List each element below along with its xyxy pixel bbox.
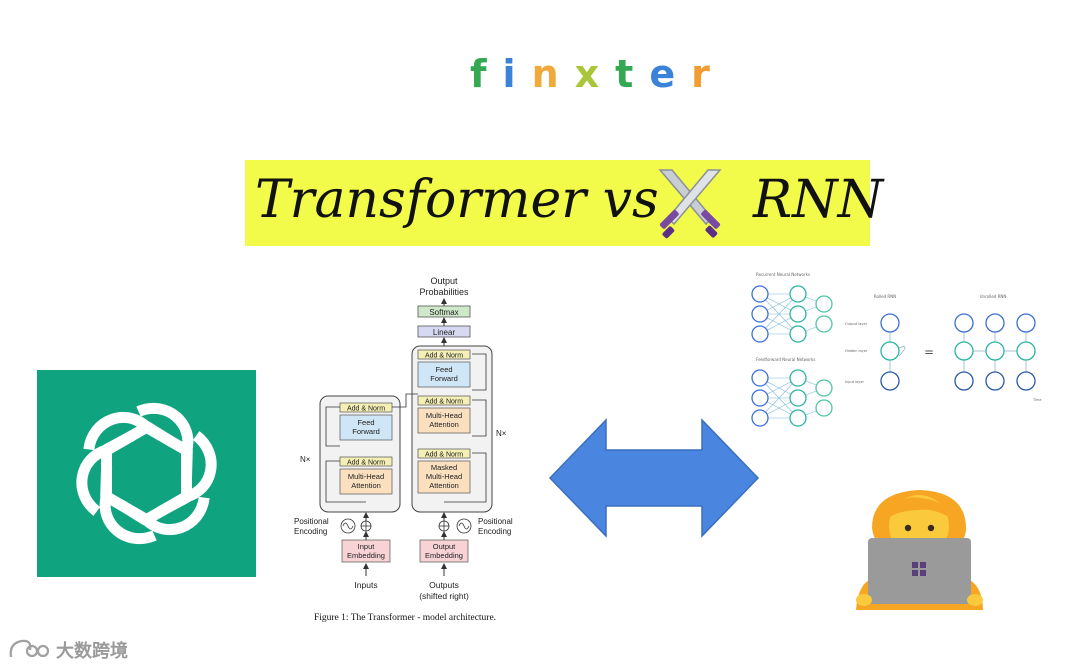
layer-label: Hidden layer [845,349,868,353]
multi-head-attention-block [417,407,471,434]
multi-head-attention-label: Multi-Head [348,472,384,481]
openai-tile [37,370,256,577]
add-norm-label: Add & Norm [425,399,463,406]
input-embedding-label: Embedding [347,551,385,560]
double-arrow-icon [548,418,760,538]
rolled-rnn-title: Rolled RNN [874,294,896,299]
crossed-swords-icon [658,169,722,239]
rnn-unrolled-diagram: Rolled RNN Unrolled RNN Output layer Hid… [845,294,1042,402]
feed-forward-block [339,414,393,441]
logo-letter: t [615,52,636,96]
masked-attention-label: Attention [429,481,459,490]
masked-attention-label: Multi-Head [426,472,462,481]
input-embedding-label: Input [358,542,376,551]
feed-forward-label: Forward [430,374,458,383]
feed-forward-label: Feed [357,418,374,427]
logo-letter: x [574,52,602,96]
feed-forward-label: Feed [435,365,452,374]
masked-attention-block [417,460,471,494]
feed-forward-block [417,361,471,388]
watermark: 大数跨境 [8,636,128,664]
equals-sign: = [924,345,934,359]
positional-encoding-label: Positional [478,517,513,526]
positional-encoding-label: Encoding [294,527,327,536]
rnn-panel-title: Recurrent Neural Networks [756,272,810,277]
title-left: Transformer vs [255,170,659,230]
output-embedding-label: Embedding [425,551,463,560]
linear-label: Linear [433,328,456,337]
time-label: Time [1032,398,1042,402]
outputs-label: (shifted right) [419,591,469,601]
finxter-logo: f i n x t e r [470,52,710,102]
outputs-label: Outputs [429,580,459,590]
figure-caption: Figure 1: The Transformer - model archit… [314,612,496,623]
fnn-panel-title: Feedforward Neural Networks [756,357,815,362]
title-right: RNN [753,170,884,230]
positional-encoding-label: Positional [294,517,329,526]
logo-letter: r [691,52,712,96]
watermark-text: 大数跨境 [56,641,128,662]
output-embedding-label: Output [433,542,456,551]
layer-label: Input layer [845,380,865,384]
title-banner: Transformer vs RNN [245,160,883,246]
positional-encoding-label: Encoding [478,527,511,536]
logo-letter: i [502,52,518,96]
encoder-stack [319,395,401,513]
watermark-logo-icon [9,639,50,658]
logo-letter: n [531,52,561,96]
nx-label: N× [496,429,507,438]
logo-letter: f [470,52,489,96]
person-laptop-icon [856,490,983,610]
nx-label: N× [300,455,311,464]
output-probabilities-label: Output [430,276,458,286]
add-norm-label: Add & Norm [425,353,463,360]
unrolled-rnn-title: Unrolled RNN [980,294,1007,299]
layer-label: Output layer [845,322,868,326]
openai-logo-icon [37,370,256,577]
add-norm-label: Add & Norm [425,452,463,459]
add-norm-label: Add & Norm [347,406,385,413]
feed-forward-label: Forward [352,427,380,436]
add-norm-label: Add & Norm [347,460,385,467]
multi-head-attention-label: Attention [429,420,459,429]
multi-head-attention-label: Attention [351,481,381,490]
masked-attention-label: Masked [431,463,457,472]
multi-head-attention-block [339,468,393,495]
softmax-label: Softmax [429,308,458,317]
inputs-label: Inputs [354,580,377,590]
logo-letter: e [649,52,678,96]
multi-head-attention-label: Multi-Head [426,411,462,420]
output-probabilities-label: Probabilities [419,287,469,297]
transformer-architecture-figure: Output Probabilities Softmax Linear Add … [294,276,513,623]
neural-network-diagrams: Recurrent Neural Networks Feedforward Ne… [751,272,833,427]
